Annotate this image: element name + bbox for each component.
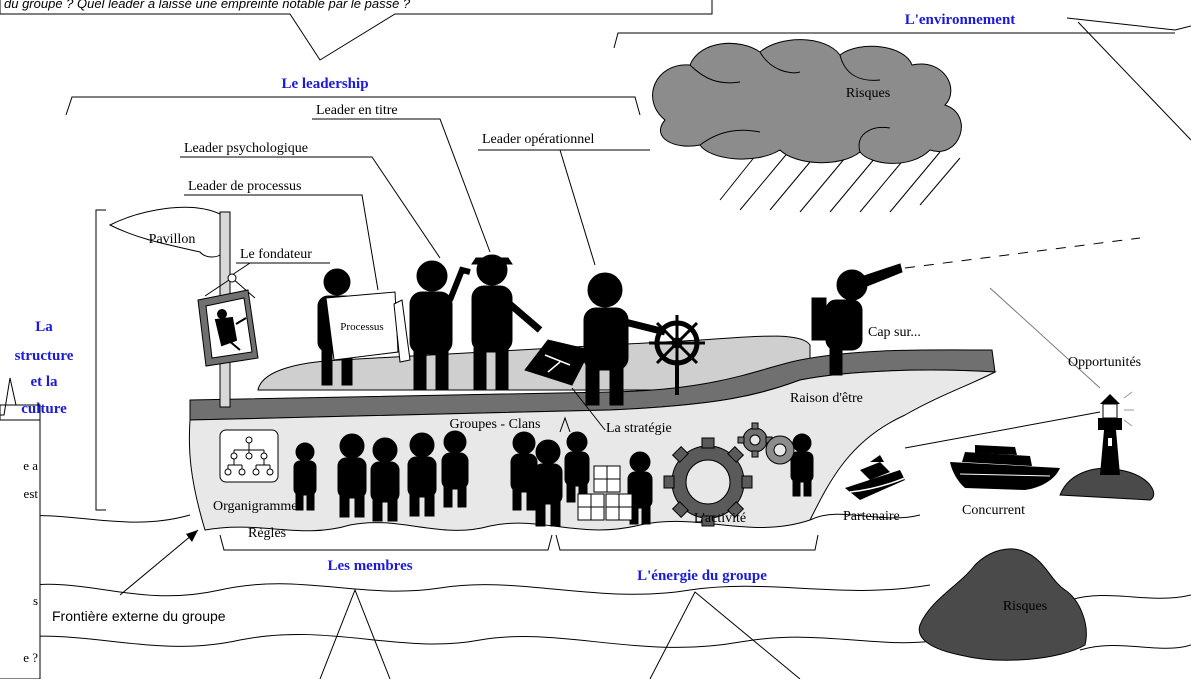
- left-callout-line-7: e ?: [23, 650, 38, 665]
- cargo-boxes: [577, 465, 633, 521]
- leader-process-label: Leader de processus: [188, 179, 302, 194]
- structure-heading-4: culture: [21, 401, 67, 417]
- partner-ship-icon: [845, 455, 906, 500]
- sea-waves: [0, 513, 1191, 651]
- deck-figures: Processus: [317, 254, 903, 406]
- lighthouse-icon: [1059, 391, 1155, 501]
- competitor-label: Concurrent: [962, 503, 1025, 518]
- org-chart-icon: [219, 429, 279, 483]
- rules-label: Règles: [248, 526, 286, 541]
- rock-risks-label: Risques: [1003, 599, 1047, 614]
- strategy-label: La stratégie: [606, 421, 672, 436]
- storm-cloud: Risques: [652, 39, 962, 213]
- hull-extension-line: [904, 411, 1101, 449]
- titular-leader-figure: [471, 254, 543, 391]
- ship-wheel: [649, 315, 705, 395]
- competitor-ship-icon: [950, 445, 1060, 490]
- heading-dashed-line: [904, 237, 1141, 269]
- strategy-pointer: [571, 387, 606, 431]
- structure-section: La structure et la culture: [15, 209, 106, 511]
- left-callout-line-5: s: [33, 593, 38, 608]
- activity-label: L'activité: [694, 511, 746, 526]
- founder-label: Le fondateur: [240, 247, 312, 262]
- structure-heading-2: structure: [15, 348, 74, 364]
- opportunities-label: Opportunités: [1068, 355, 1141, 370]
- leader-labels: Leader en titre Leader psychologique Lea…: [180, 103, 650, 291]
- structure-heading-3: et la: [30, 374, 58, 390]
- psych-leader-figure: [409, 260, 471, 391]
- heading-to-label: Cap sur...: [868, 325, 921, 340]
- bottom-callout-pointers: [319, 588, 801, 680]
- advisor-figure: [393, 299, 411, 363]
- org-chart-label: Organigramme: [213, 499, 298, 514]
- structure-heading-1: La: [35, 319, 53, 335]
- partner-label: Partenaire: [843, 509, 900, 524]
- lookout-figure: [811, 263, 903, 376]
- environment-heading: L'environnement: [905, 12, 1016, 28]
- left-callout-line-2: est: [24, 486, 39, 501]
- activity-gears: [663, 422, 795, 527]
- opportunities-pointer: [989, 287, 1101, 389]
- cloud-risks-label: Risques: [846, 86, 890, 101]
- rock-risk-icon: Risques: [918, 548, 1087, 661]
- energy-heading: L'énergie du groupe: [637, 568, 767, 584]
- environment-section: L'environnement: [613, 12, 1191, 141]
- founder-portrait: Le fondateur: [197, 247, 330, 367]
- top-callout-text: du groupe ? Quel leader a laissé une emp…: [4, 0, 411, 11]
- bottom-braces: [219, 534, 819, 551]
- leader-title-label: Leader en titre: [316, 103, 398, 118]
- process-leader-figure: Processus: [317, 268, 399, 386]
- leader-ops-label: Leader opérationnel: [482, 132, 594, 147]
- leadership-heading: Le leadership: [281, 76, 368, 92]
- left-question-callout: e a est s e ?: [0, 377, 41, 680]
- boundary-label: Frontière externe du groupe: [52, 608, 226, 624]
- hull-contents: Organigramme Règles: [213, 387, 814, 541]
- leader-psych-label: Leader psychologique: [184, 141, 308, 156]
- members-heading: Les membres: [327, 558, 412, 574]
- purpose-label: Raison d'être: [790, 391, 863, 406]
- boundary-callout: Frontière externe du groupe: [52, 529, 226, 624]
- operational-leader-figure: [583, 272, 666, 406]
- member-figures: [293, 430, 814, 527]
- flag-label: Pavillon: [149, 232, 196, 247]
- process-board-label: Processus: [340, 321, 383, 333]
- groups-label: Groupes - Clans: [450, 417, 541, 432]
- left-callout-line-1: e a: [23, 458, 38, 473]
- leadership-section: Le leadership: [65, 76, 641, 116]
- top-question-callout: du groupe ? Quel leader a laissé une emp…: [0, 0, 713, 61]
